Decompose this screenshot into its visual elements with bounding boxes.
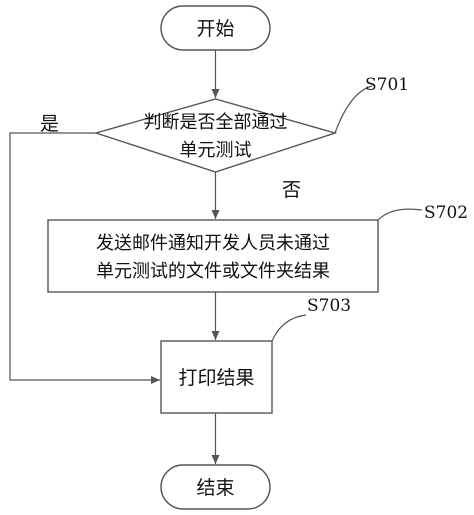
email-tag: S702 [424,203,468,223]
decision-diamond [93,98,338,173]
print-tag-leader [271,314,307,342]
email-label-line1: 发送邮件通知开发人员未通过 [96,233,330,254]
start-label: 开始 [196,18,234,40]
print-label: 打印结果 [178,367,254,389]
end-label: 结束 [196,477,234,499]
decision-label-line2: 单元测试 [180,140,252,161]
yes-label: 是 [40,113,59,135]
email-tag-leader [377,208,423,221]
print-tag: S703 [307,296,351,316]
no-label: 否 [282,179,301,201]
decision-tag: S701 [365,75,409,95]
decision-tag-leader [334,85,373,134]
end-terminal [160,464,271,510]
email-label-line2: 单元测试的文件或文件夹结果 [96,261,330,282]
arrow-yes-to-print [9,132,160,384]
email-process-box [47,219,379,293]
decision-label-line1: 判断是否全部通过 [144,112,288,133]
print-process-box [160,340,273,414]
